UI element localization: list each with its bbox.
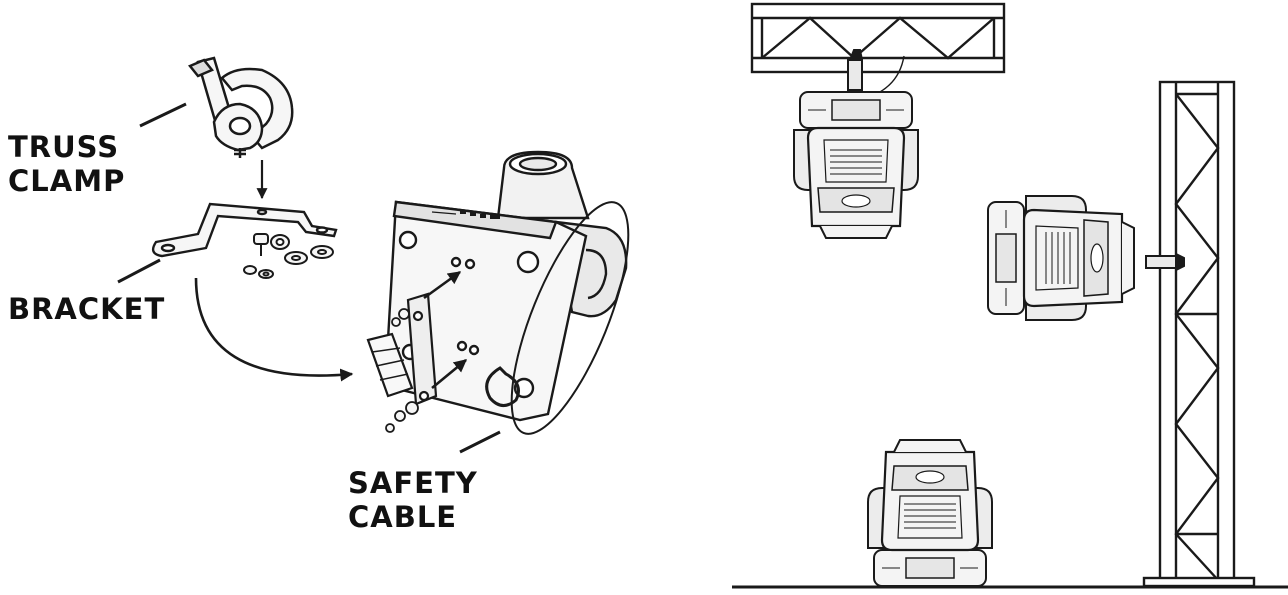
safety-cable-icon (879, 55, 905, 93)
omega-bracket-icon (366, 292, 438, 406)
safety-cable-loop (510, 201, 630, 435)
moving-head-fixture-icon (866, 438, 994, 588)
truss-clamp-label-line2: CLAMP (8, 164, 126, 198)
moving-head-fixture-icon (384, 150, 628, 422)
bracket-leader-line (117, 258, 161, 284)
safety-cable-label-line1: SAFETY (348, 466, 478, 500)
truss-clamp-label: TRUSS CLAMP (8, 130, 125, 198)
truss-icon (1142, 80, 1256, 588)
omega-bracket-icon (151, 202, 338, 258)
safety-cable-label-line2: CABLE (348, 500, 458, 534)
truss-clamp-icon (847, 49, 863, 91)
moving-head-fixture-icon (986, 194, 1136, 322)
curved-arrow (194, 277, 354, 382)
attach-arrow-upper (423, 270, 462, 300)
safety-cable-icon (485, 366, 520, 407)
truss-clamp-leader-line (139, 102, 187, 128)
truss-clamp-label-line1: TRUSS (8, 130, 120, 164)
truss-icon (750, 2, 1006, 74)
attach-arrow-lower (431, 358, 468, 390)
hardware-icon (385, 308, 419, 433)
moving-head-fixture-icon (792, 90, 920, 240)
hardware-icon (243, 233, 334, 279)
safety-cable-leader-line (459, 430, 501, 454)
truss-clamp-icon (1145, 253, 1185, 271)
bracket-label: BRACKET (8, 292, 166, 326)
truss-clamp-icon (187, 56, 294, 158)
safety-cable-label: SAFETY CABLE (348, 466, 478, 534)
